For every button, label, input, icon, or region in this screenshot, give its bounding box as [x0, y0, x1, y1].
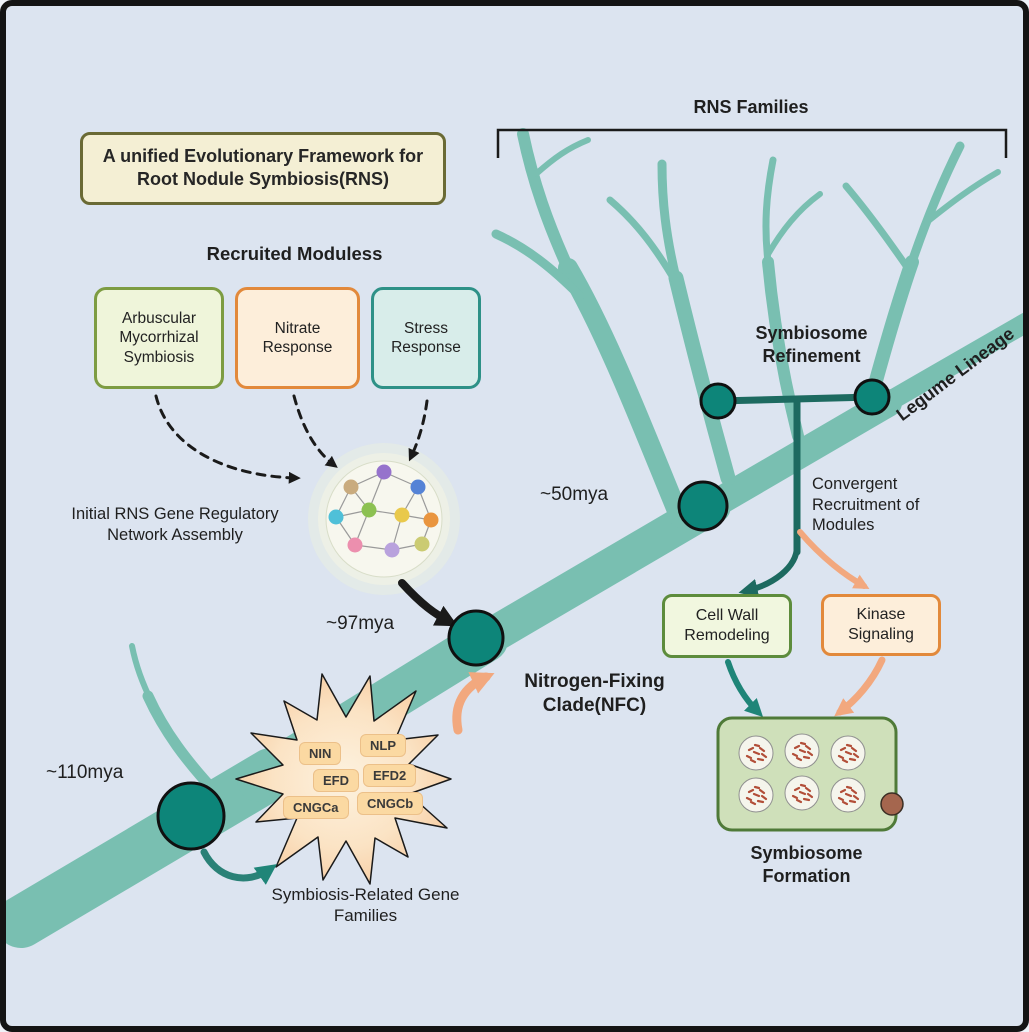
module-box-stress: Stress Response: [371, 287, 481, 389]
convergent-recruitment-label: Convergent Recruitment of Modules: [812, 475, 920, 535]
kinase-label: Kinase Signaling: [848, 606, 914, 643]
cellwall-to-symbiosome-arrow: [725, 659, 764, 718]
kinase-to-symbiosome-arrow: [834, 656, 886, 717]
node-refinement-right: [853, 378, 891, 416]
gene-pill-cngcb: CNGCb: [357, 792, 424, 815]
module-box-nitrate: Nitrate Response: [235, 287, 360, 389]
grn-network-icon: [308, 443, 460, 595]
cell-wall-remodeling-box: Cell Wall Remodeling: [662, 594, 792, 658]
module-label: Stress Response: [391, 319, 461, 356]
kinase-recruit-arrow: [797, 529, 870, 590]
symbiosome-formation-box: [716, 716, 904, 832]
module-box-arbuscular: Arbuscular Mycorrhizal Symbiosis: [94, 287, 224, 389]
gene-pill-efd: EFD: [313, 769, 359, 792]
grn-assembly-label: Initial RNS Gene Regulatory Network Asse…: [71, 505, 279, 544]
timeline-97mya: ~97mya: [326, 613, 395, 634]
gene-pill-cngca: CNGCa: [283, 796, 349, 819]
rns-families-label: RNS Families: [693, 97, 809, 117]
framework-title: A unified Evolutionary Framework for Roo…: [80, 132, 446, 205]
rns-families-bracket: [496, 128, 1008, 158]
refinement-connector: [714, 393, 876, 598]
tree-nodes: [156, 378, 891, 851]
grn-nodes: [328, 464, 439, 558]
node-50mya: [677, 480, 729, 532]
nfc-arrow: [452, 672, 495, 735]
gene-families-label: Symbiosis-Related Gene Families: [271, 885, 460, 926]
module-label: Arbuscular Mycorrhizal Symbiosis: [119, 309, 199, 366]
gene-recruit-arrow: [200, 848, 277, 885]
node-97mya: [447, 609, 505, 667]
bacterium-icon: [880, 792, 904, 816]
nfc-label: Nitrogen-Fixing Clade(NFC): [524, 671, 665, 716]
node-refinement-left: [699, 382, 737, 420]
symbiosome-formation-label: Symbiosome Formation: [750, 843, 863, 886]
network-to-node-arrow: [398, 579, 458, 627]
module-recruit-arrows: [154, 394, 429, 484]
module-label: Nitrate Response: [262, 319, 333, 356]
gene-pill-nin: NIN: [299, 742, 342, 765]
cell-wall-label: Cell Wall Remodeling: [684, 607, 770, 644]
node-110mya: [156, 781, 226, 851]
symbiosome-refinement-label: Symbiosome Refinement: [755, 323, 868, 366]
timeline-110mya: ~110mya: [46, 762, 124, 783]
recruited-modules-heading: Recruited Moduless: [206, 243, 383, 264]
gene-pill-efd2: EFD2: [363, 764, 417, 787]
gene-pill-nlp: NLP: [360, 734, 406, 757]
kinase-signaling-box: Kinase Signaling: [821, 594, 941, 656]
cellwall-recruit-arrow: [738, 543, 800, 598]
timeline-50mya: ~50mya: [540, 484, 609, 505]
